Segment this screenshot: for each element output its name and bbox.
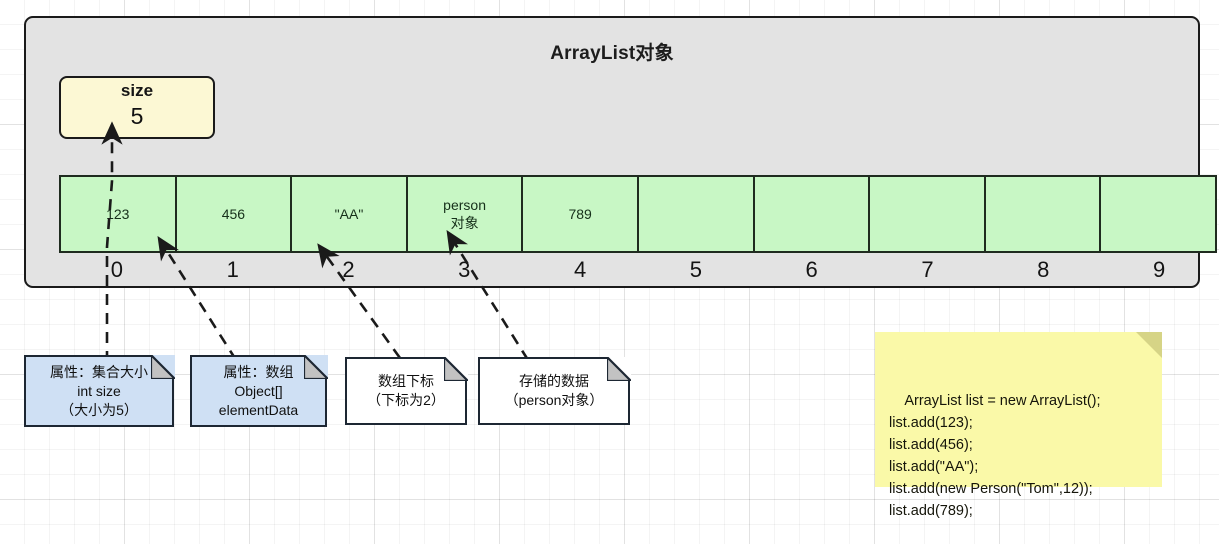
array-cell	[986, 177, 1102, 251]
code-snippet-text: ArrayList list = new ArrayList(); list.a…	[889, 393, 1101, 519]
array-index: 7	[921, 257, 934, 282]
note-fold-icon	[443, 356, 468, 381]
array-index: 2	[342, 257, 355, 282]
array-index: 1	[226, 257, 239, 282]
array-cell: 789	[523, 177, 639, 251]
note-fold-icon	[606, 356, 631, 381]
array-index-labels: 0 1 2 3 4 5 6 7 8 9	[59, 254, 1217, 286]
note-text: 属性：集合大小 int size （大小为5）	[50, 363, 148, 418]
code-snippet-note: ArrayList list = new ArrayList(); list.a…	[875, 332, 1162, 519]
page-title: ArrayList对象	[550, 43, 674, 64]
note-array-index: 数组下标 （下标为2）	[345, 356, 468, 425]
array-cell	[639, 177, 755, 251]
note-fold-icon	[303, 354, 328, 379]
array-cell	[755, 177, 871, 251]
note-fold-icon	[150, 354, 175, 379]
size-field-label: size	[120, 81, 154, 100]
array-index: 8	[1037, 257, 1050, 282]
array-index: 6	[805, 257, 818, 282]
size-field-value: 5	[130, 103, 144, 129]
array-index: 5	[689, 257, 702, 282]
array-index: 3	[458, 257, 471, 282]
array-index: 0	[110, 257, 124, 282]
note-stored-data: 存储的数据 （person对象）	[478, 356, 631, 425]
size-field-box: size 5	[59, 76, 215, 139]
note-text: 数组下标 （下标为2）	[367, 373, 445, 408]
array-cell	[870, 177, 986, 251]
note-text: 存储的数据 （person对象）	[504, 373, 604, 408]
array-cell	[1101, 177, 1215, 251]
element-data-array: 123 456 "AA" person 对象 789	[59, 175, 1217, 253]
note-fold-icon	[1136, 332, 1162, 358]
arraylist-object-container: ArrayList对象 size 5 123 456 "AA" person 对…	[24, 16, 1217, 288]
array-cell: 456	[177, 177, 293, 251]
array-index: 9	[1152, 257, 1166, 282]
note-size-attribute: 属性：集合大小 int size （大小为5）	[24, 354, 175, 427]
note-elementdata-attribute: 属性：数组 Object[] elementData	[190, 354, 328, 427]
array-cell: 123	[61, 177, 177, 251]
array-index: 4	[573, 257, 587, 282]
array-cell: "AA"	[292, 177, 408, 251]
note-text: 属性：数组 Object[] elementData	[218, 363, 299, 418]
diagram-canvas: ArrayList对象 size 5 123 456 "AA" person 对…	[24, 16, 1217, 519]
array-cell: person 对象	[408, 177, 524, 251]
